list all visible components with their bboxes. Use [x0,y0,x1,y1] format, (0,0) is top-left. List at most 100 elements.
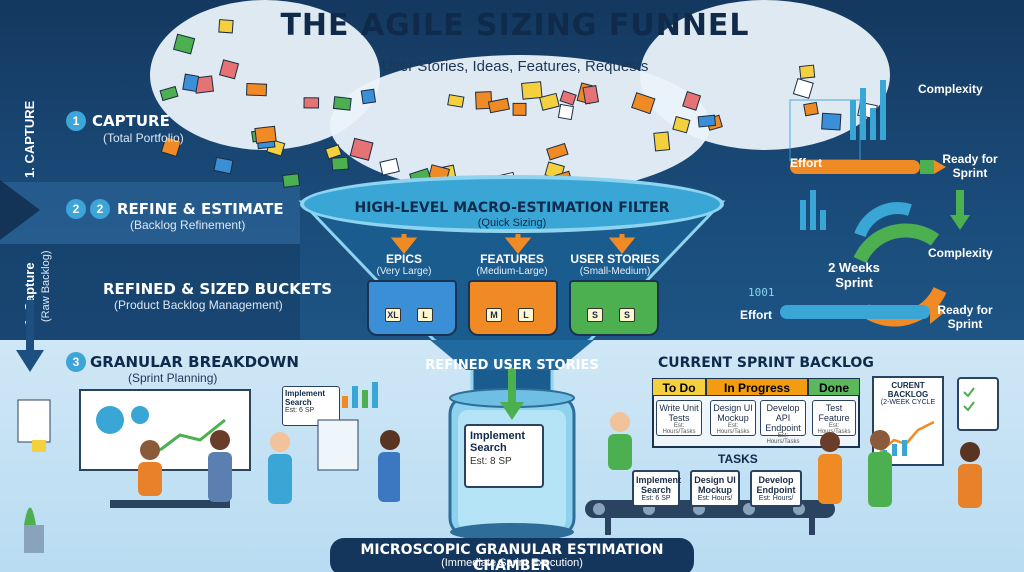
idea-note [559,90,577,106]
idea-note [697,114,717,128]
task-card: Design UI Mockup Est: Hours/ [690,470,740,507]
idea-note [546,142,569,161]
idea-note [631,92,656,115]
idea-note [282,173,301,188]
idea-note [303,97,320,109]
effort-label-1: Effort [790,156,822,170]
size-chip: L [518,308,534,322]
complexity-label-1: Complexity [918,82,983,96]
team-member-center [608,412,632,470]
idea-note [672,116,691,134]
idea-note [218,19,234,34]
step-3-title: GRANULAR BREAKDOWN [90,353,299,371]
ready-label-1: Ready for Sprint [942,152,998,180]
idea-note [379,157,400,176]
board-card-title: Develop API Endpoint [765,403,801,433]
sprint-cycle-label: 2 Weeks Sprint [828,260,880,290]
idea-note [182,73,200,92]
step-2-badge: 2 [90,199,110,219]
step-1-title: CAPTURE [92,112,170,130]
step-2-title: REFINE & ESTIMATE [117,200,284,218]
task-card: Develop Endpoint Est: Hours/ [750,470,802,507]
bucket-arrows-icon [390,234,636,255]
idea-note [475,91,493,110]
complexity-label-2: Complexity [928,246,993,260]
bucket-stories-sub: (Small-Medium) [579,266,651,277]
idea-note [213,156,234,175]
idea-note [246,83,268,97]
mini-bar-chart-icon [342,382,378,408]
sprint-backlog-title: CURRENT SPRINT BACKLOG [658,355,874,371]
idea-note [172,33,196,55]
step-3-sub: (Sprint Planning) [128,371,218,385]
size-chip: XL [385,308,401,322]
vertical-capture-label: 1. CAPTURE [22,100,37,178]
board-card: Test Feature Est: Hours/Tasks [812,400,856,436]
idea-note [653,131,671,152]
easel-sub: (2-WEEK CYCLE [880,399,936,406]
task-card-est: Est: Hours/ [758,495,794,502]
funnel-rim [300,175,724,233]
idea-note [487,97,510,114]
board-card: Design UI Mockup Est: Hours/Tasks [710,400,756,436]
idea-note [324,144,343,160]
task-card-title: Design UI Mockup [694,475,736,495]
size-chip: S [587,308,603,322]
idea-note [799,64,816,79]
step-1-sub: (Total Portfolio) [103,131,184,145]
idea-note [159,85,179,102]
backlog-easel: CURENT BACKLOG (2-WEEK CYCLE [872,376,944,466]
board-card-title: Design UI Mockup [713,403,753,423]
task-card-title: Implement Search [636,475,682,495]
board-card-est: Est: Hours/Tasks [716,423,750,435]
easel-title: CURENT BACKLOG [887,381,929,399]
planning-card-title: Implement Search [285,389,326,407]
size-chip: M [486,308,502,322]
idea-note [539,92,560,111]
board-card-est: Est: Hours/Tasks [817,423,851,435]
bucket-epics-label: EPICS [385,252,422,266]
idea-note [331,156,349,171]
idea-note [218,59,240,80]
board-card-title: Write Unit Tests [659,403,699,423]
ready-label-2: Ready for Sprint [937,303,993,331]
chamber-sub: (Immediate Sprint Execution) [441,557,583,569]
board-card: Develop API Endpoint Est: Hours/Tasks [760,400,806,445]
step-2-sub: (Backlog Refinement) [130,218,246,232]
board-card-est: Est: Hours/Tasks [766,433,800,445]
refine-band [0,182,300,244]
step-1-number: 1 [66,111,86,131]
bucket-user-stories: S S [569,280,659,336]
down-arrow-icon [16,300,44,372]
idea-note [557,103,575,121]
idea-note [160,135,182,158]
column-done: Done [808,378,860,396]
clipboard-icon [957,377,999,431]
idea-note [512,102,527,116]
task-card-title: Develop Endpoint [756,475,796,495]
team-members-right [818,430,982,508]
idea-note [332,96,352,111]
step-2-number: 2 [66,199,86,219]
idea-note [360,88,377,105]
chamber-story-card: Implement Search Est: 8 SP [464,424,544,488]
page-subtitle: User Stories, Ideas, Features, Requests [381,58,649,75]
bucket-features-sub: (Medium-Large) [476,266,548,277]
binary-text: 1001 [748,286,775,299]
chevron-icon [0,180,40,240]
filter-sub: (Quick Sizing) [477,217,547,229]
task-card: Implement Search Est: 6 SP [632,470,682,507]
effort-label-2: Effort [740,308,772,322]
task-card-est: Est: Hours/ [697,495,733,502]
task-card-est: Est: 6 SP [641,495,671,502]
planning-card-est: Est: 6 SP [285,407,315,414]
step-buckets-sub: (Product Backlog Management) [114,298,283,312]
idea-note [803,101,819,117]
idea-note [582,85,600,105]
column-in-progress: In Progress [706,378,808,396]
idea-notes-icon [159,19,878,193]
idea-note [254,125,277,144]
idea-note [521,81,543,100]
column-todo: To Do [652,378,706,396]
